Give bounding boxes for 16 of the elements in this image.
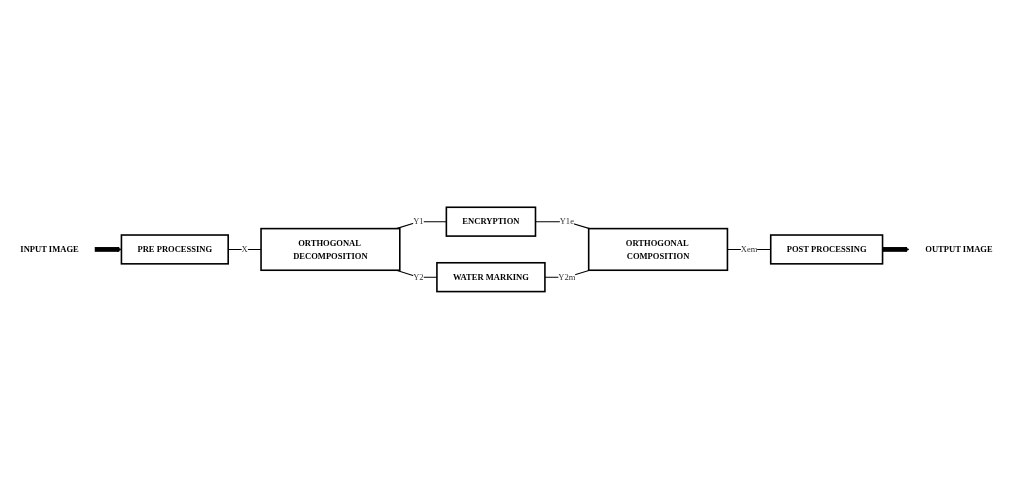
edge-label: Y1e: [559, 216, 574, 227]
edge-label: Y2: [413, 272, 424, 282]
arrow: [882, 247, 910, 252]
arrow: [94, 247, 122, 252]
node-box: PRE PROCESSING: [120, 234, 229, 265]
node-box: WATER MARKING: [436, 262, 546, 293]
edge-label: Xem: [740, 244, 758, 254]
node-box: ORTHOGONAL COMPOSITION: [587, 227, 729, 272]
node-box: ORTHOGONAL DECOMPOSITION: [260, 227, 401, 272]
node-box: ENCRYPTION: [445, 206, 537, 237]
edge-label: Y2m: [558, 272, 576, 282]
edge-label: X: [241, 244, 248, 254]
node-text: OUTPUT IMAGE: [925, 244, 993, 254]
edge-label: Y1: [413, 216, 424, 227]
node-box: POST PROCESSING: [769, 234, 884, 265]
node-text: INPUT IMAGE: [20, 244, 79, 254]
